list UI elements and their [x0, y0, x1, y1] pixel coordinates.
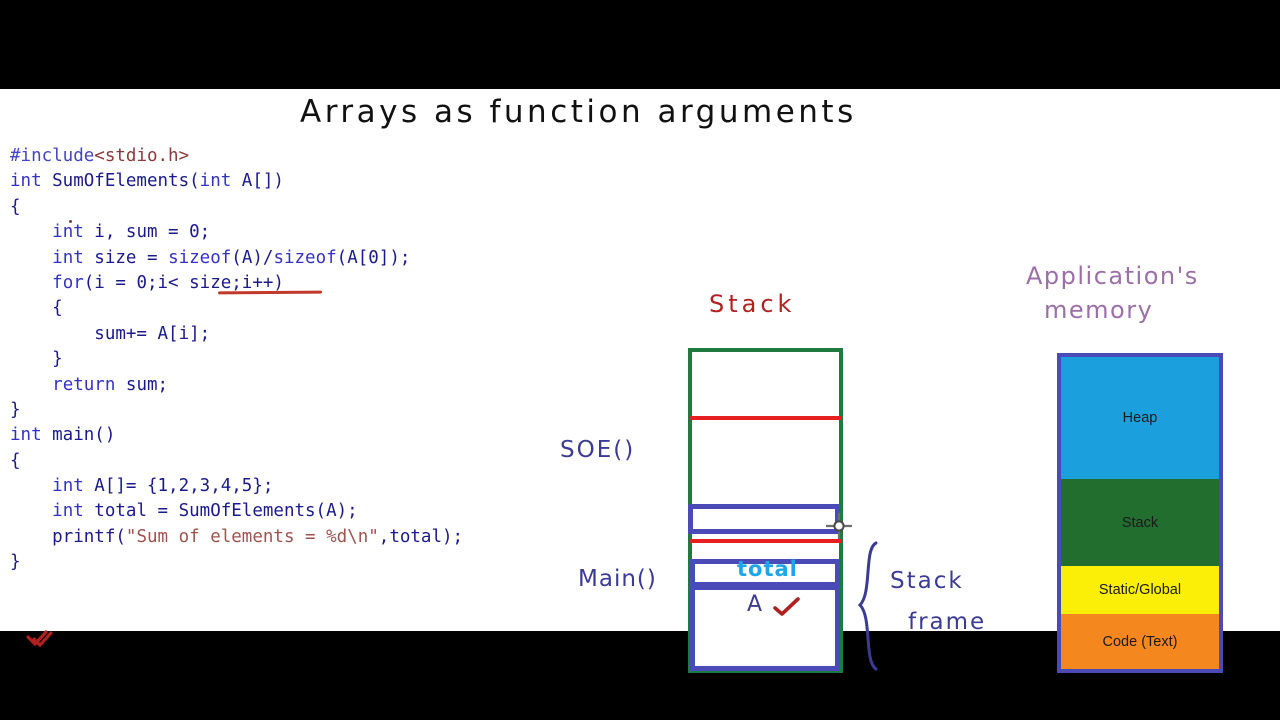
label-stack-frame: Stack frame [890, 561, 986, 643]
code-line: { [10, 296, 463, 321]
resize-cursor-icon[interactable] [826, 513, 852, 539]
code-line: int A[]= {1,2,3,4,5}; [10, 474, 463, 499]
code-line: } [10, 550, 463, 575]
label-total-variable: total [737, 557, 798, 581]
red-check-mark-array-a [773, 597, 800, 616]
code-token: } [10, 399, 21, 420]
stack-frame-brace [857, 541, 878, 671]
code-token: } [10, 552, 21, 573]
code-token: printf( [10, 526, 126, 547]
main-total-slot [690, 559, 840, 587]
code-token: int [52, 501, 84, 522]
code-token: total = SumOfElements(A); [83, 501, 358, 522]
code-line: int i, sum = 0; [10, 220, 463, 245]
code-token: int [199, 171, 232, 192]
code-line: { [10, 449, 463, 474]
code-token: (A)/ [231, 247, 274, 268]
code-token: (A[0]); [336, 247, 411, 268]
code-token [10, 222, 52, 242]
code-token: <stdio.h> [94, 146, 190, 166]
code-line: int main() [10, 423, 463, 448]
code-token: int [10, 425, 42, 446]
code-line: } [10, 347, 463, 372]
memory-segment-stack: Stack [1061, 479, 1219, 566]
code-line: for(i = 0;i< size;i++) [10, 271, 463, 296]
app-memory-title-line2: memory [1044, 296, 1154, 324]
code-token: { [10, 298, 63, 319]
code-token: { [10, 450, 21, 471]
whiteboard-canvas: Arrays as function arguments #include<st… [0, 89, 1280, 673]
page-title: Arrays as function arguments [300, 94, 857, 130]
code-line: { [10, 195, 463, 220]
app-memory-title-line1: Application's [1026, 262, 1199, 290]
code-token [10, 476, 52, 496]
code-line: int size = sizeof(A)/sizeof(A[0]); [10, 246, 463, 271]
stack-divider-bottom [690, 539, 841, 543]
code-token: } [10, 349, 63, 370]
code-token: sum; [115, 374, 169, 395]
code-token [10, 501, 52, 521]
label-stack-frame-line1: Stack [890, 568, 964, 594]
code-line: int SumOfElements(int A[]) [10, 169, 463, 194]
code-token: main() [41, 425, 116, 446]
code-token: int [52, 222, 84, 243]
code-listing: #include<stdio.h>int SumOfElements(int A… [10, 144, 463, 576]
code-token: A[]= {1,2,3,4,5}; [83, 476, 274, 497]
code-line: #include<stdio.h> [10, 144, 463, 169]
code-token: sizeof [168, 247, 232, 268]
code-token: sum+= A[i]; [10, 323, 211, 344]
code-token: "Sum of elements = %d\n" [125, 526, 379, 547]
code-token [10, 248, 52, 268]
code-line: return sum; [10, 373, 463, 398]
code-token: int [52, 247, 84, 268]
memory-segment-code-text: Code (Text) [1061, 614, 1219, 669]
code-token: { [10, 196, 21, 217]
memory-segment-static-global: Static/Global [1061, 566, 1219, 614]
code-token: A[]) [231, 171, 284, 192]
code-token: int [10, 171, 42, 192]
label-main-frame: Main() [578, 566, 657, 592]
code-token: return [52, 374, 116, 395]
code-token: SumOfElements( [41, 171, 200, 192]
code-token [10, 375, 52, 395]
code-line: int total = SumOfElements(A); [10, 499, 463, 524]
code-token [10, 273, 52, 293]
code-token: size = [83, 247, 169, 268]
stack-divider-top [690, 416, 841, 420]
label-array-a: A [747, 592, 764, 617]
main-array-slot [690, 585, 840, 671]
letterbox-top [0, 0, 1280, 89]
code-line: sum+= A[i]; [10, 322, 463, 347]
code-token: for [52, 272, 84, 293]
code-line: } [10, 398, 463, 423]
code-token: #include [10, 146, 95, 166]
code-token: int [52, 476, 84, 497]
label-soe-frame: SOE() [560, 437, 636, 463]
soe-parameter-slot [688, 504, 840, 534]
stack-diagram-heading: Stack [709, 290, 796, 318]
code-line: printf("Sum of elements = %d\n",total); [10, 525, 463, 550]
red-check-mark-total-line [26, 630, 53, 648]
label-stack-frame-line2: frame [908, 609, 987, 635]
code-token: i, sum = 0; [83, 222, 211, 243]
code-token: sizeof [273, 247, 337, 268]
pen-dot-mark [69, 220, 72, 223]
application-memory-diagram: Heap Stack Static/Global Code (Text) [1057, 353, 1223, 673]
app-memory-title: Application's memory [1026, 259, 1199, 327]
memory-segment-heap: Heap [1061, 357, 1219, 479]
code-token: ,total); [378, 526, 464, 547]
code-token: (i = 0;i< size;i++) [83, 272, 284, 293]
